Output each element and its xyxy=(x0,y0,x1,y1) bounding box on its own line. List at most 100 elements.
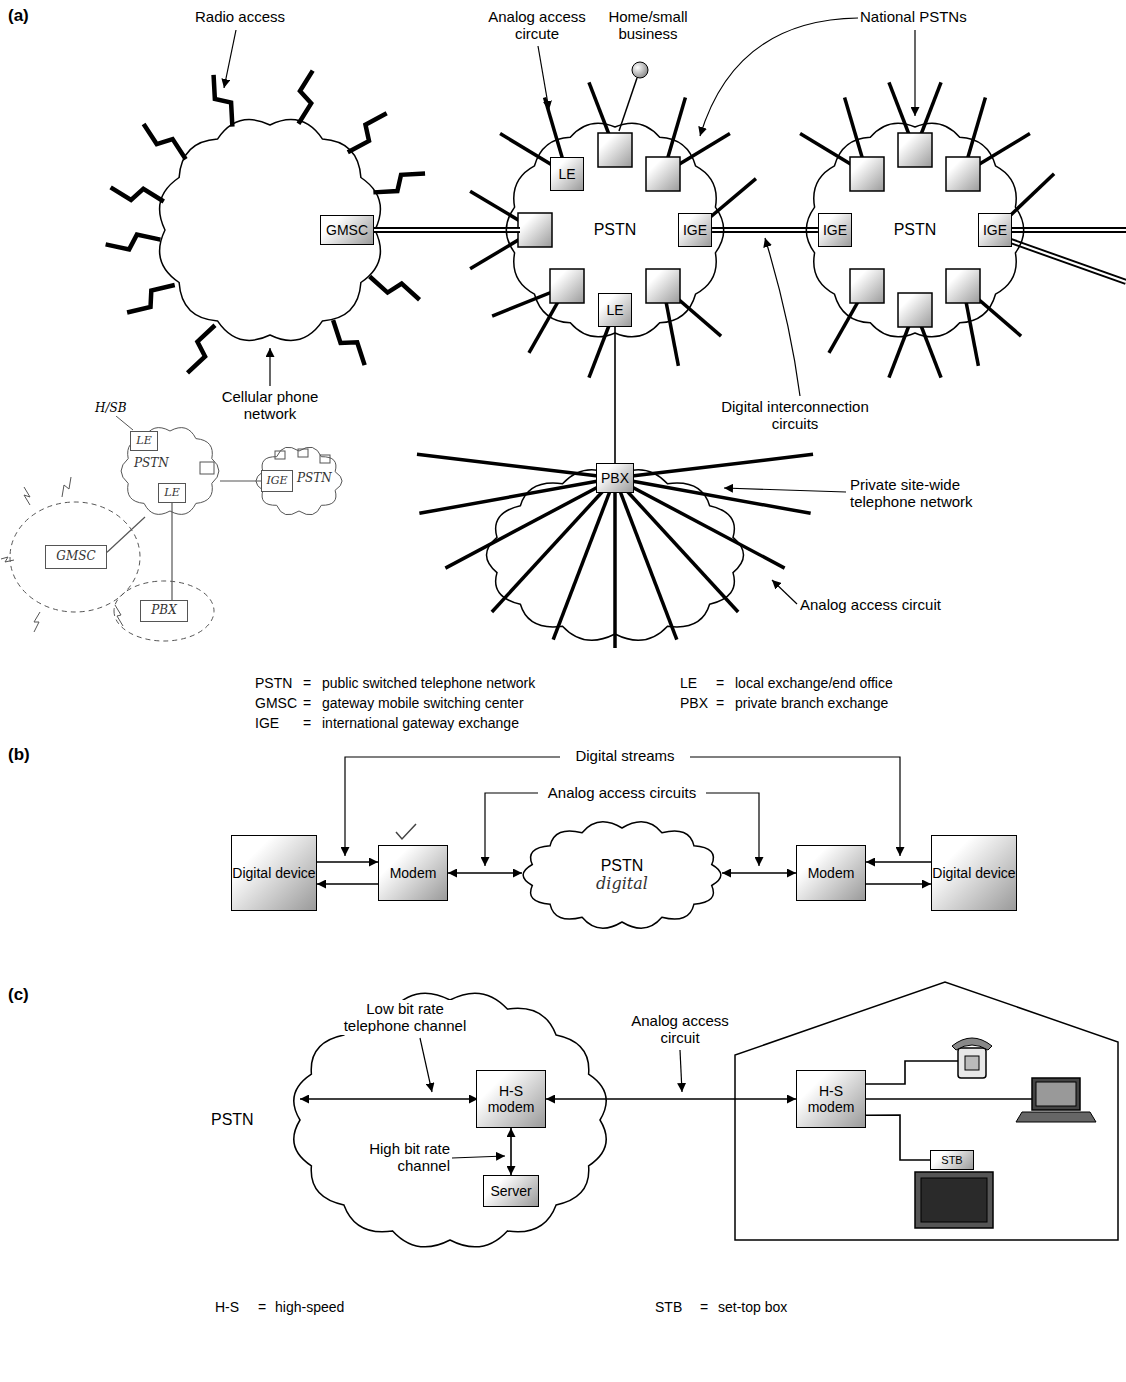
legend-definition: public switched telephone network xyxy=(322,675,535,691)
radio-link xyxy=(298,71,312,124)
callout-label: Analog access circute xyxy=(478,8,596,43)
connector xyxy=(107,517,145,552)
label-area: PSTN xyxy=(255,674,292,692)
cloud-outline xyxy=(506,123,723,337)
tv-icon xyxy=(921,1178,987,1222)
connector-line xyxy=(448,872,522,874)
part-letter: (c) xyxy=(8,985,29,1005)
extension-line xyxy=(615,454,813,478)
node-text: IGE xyxy=(823,222,847,238)
telephone-icon xyxy=(952,1038,992,1050)
sketch-radio xyxy=(115,605,123,626)
radio-link xyxy=(214,75,233,127)
node-text: LE xyxy=(136,435,151,448)
exchange-box xyxy=(850,269,884,303)
modem-box: Modem xyxy=(378,845,448,901)
label-area: = xyxy=(700,1298,708,1316)
connector xyxy=(448,873,522,874)
label-area: Digital interconnection circuits xyxy=(700,398,890,433)
label-area: Private site-wide telephone network xyxy=(850,476,1000,511)
legend-equals: = xyxy=(700,1299,708,1315)
node-text: GMSC xyxy=(56,550,95,564)
legend-abbreviation: H-S xyxy=(215,1299,239,1315)
sketch-box xyxy=(275,451,285,459)
legend-definition: set-top box xyxy=(718,1299,787,1315)
telephone-icon xyxy=(965,1056,979,1070)
sketch-cloud xyxy=(114,581,214,641)
node-text-area: PSTN xyxy=(134,457,169,471)
label-area: public switched telephone network xyxy=(322,674,535,692)
network-cloud: PSTNIGEIGE xyxy=(805,120,1025,340)
callout-arrow xyxy=(269,348,270,386)
legend-definition: gateway mobile switching center xyxy=(322,695,524,711)
exchange-box xyxy=(898,293,932,327)
modem-box: H-S modem xyxy=(796,1070,866,1128)
callout-label: Home/small business xyxy=(600,8,696,43)
connector xyxy=(220,481,261,482)
exchange-box: LE xyxy=(598,293,632,327)
node-text: PSTN xyxy=(601,857,644,875)
network-cloud: PSTN LE IGE LE xyxy=(505,120,725,340)
callout-arrow xyxy=(680,1050,682,1092)
label-area: IGE xyxy=(255,714,279,732)
label-area: (c) xyxy=(8,985,29,1005)
label-area: Radio access xyxy=(180,8,300,26)
label-area: LE xyxy=(680,674,697,692)
label-area: National PSTNs xyxy=(860,8,967,26)
legend-abbreviation: PSTN xyxy=(255,675,292,691)
exchange-box xyxy=(850,157,884,191)
handwritten-note: H/SB xyxy=(95,402,127,416)
connector xyxy=(712,230,818,231)
trunk-line xyxy=(505,229,520,231)
label-area: = xyxy=(303,694,311,712)
exchange-box: IGE xyxy=(678,213,712,247)
legend-definition: high-speed xyxy=(275,1299,344,1315)
callout-arrow xyxy=(700,18,858,136)
callout-arrow xyxy=(724,488,846,492)
label-area: (a) xyxy=(8,6,29,26)
label-area: Analog access circuit xyxy=(615,1012,745,1047)
legend-abbreviation: LE xyxy=(680,675,697,691)
node-text: PSTN xyxy=(134,457,169,471)
label-area: Analog access circuit xyxy=(800,596,941,614)
callout-arrow xyxy=(914,30,915,116)
node-text: LE xyxy=(164,487,179,500)
radio-link xyxy=(111,187,164,201)
connector-line xyxy=(317,861,378,863)
label-area: Low bit rate telephone channel xyxy=(335,1000,475,1035)
label-area: = xyxy=(716,694,724,712)
computer-icon xyxy=(1036,1082,1076,1106)
radio-link xyxy=(348,113,387,152)
trunk-line xyxy=(1012,229,1126,231)
label-area: Analog access circute xyxy=(478,8,596,43)
modem-box: H-S modem xyxy=(476,1070,546,1128)
exchange-box xyxy=(550,269,584,303)
label-area: = xyxy=(716,674,724,692)
node-text: LE xyxy=(558,166,575,182)
label-area: H-S xyxy=(215,1298,239,1316)
node-text: PSTN xyxy=(594,221,637,239)
connector xyxy=(172,503,173,600)
connector-line xyxy=(866,883,931,885)
callout-arrow xyxy=(452,1156,505,1158)
bracket xyxy=(485,793,538,866)
part-letter: (b) xyxy=(8,745,30,765)
bracket xyxy=(345,757,560,856)
sketch-box xyxy=(200,462,214,474)
callout-label: Low bit rate telephone channel xyxy=(335,1000,475,1035)
label-area: GMSC xyxy=(255,694,297,712)
computer-icon xyxy=(1032,1078,1080,1110)
connector xyxy=(317,862,378,863)
label-area: STB xyxy=(655,1298,682,1316)
label-area: local exchange/end office xyxy=(735,674,893,692)
callout-label: National PSTNs xyxy=(860,8,967,25)
node-text: STB xyxy=(941,1154,962,1167)
telephone-icon xyxy=(958,1048,986,1078)
callout-label: Analog access circuits xyxy=(548,784,696,801)
part-letter: (a) xyxy=(8,6,29,26)
label-area: = xyxy=(303,714,311,732)
callout-arrow xyxy=(765,238,800,396)
connector xyxy=(615,327,616,463)
connector xyxy=(866,1115,930,1160)
